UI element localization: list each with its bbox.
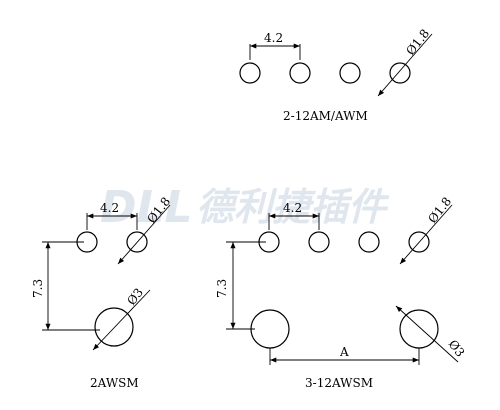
top-hole-4 bbox=[389, 62, 411, 84]
top-diagram bbox=[239, 33, 433, 97]
top-hole-2 bbox=[289, 62, 311, 84]
top-caption: 2-12AM/AWM bbox=[283, 109, 368, 123]
left-vertical-label: 7.3 bbox=[31, 279, 45, 298]
top-hole-1 bbox=[239, 62, 261, 84]
top-diameter-leader bbox=[377, 33, 433, 97]
right-hole-4 bbox=[408, 231, 430, 253]
right-peg-left bbox=[250, 309, 290, 349]
right-peg-leader bbox=[395, 305, 459, 363]
right-peg-label: Ø3 bbox=[446, 337, 468, 359]
watermark-company: 德利捷插件 bbox=[196, 185, 390, 229]
right-hole-leader bbox=[399, 204, 453, 265]
right-diagram bbox=[226, 204, 459, 365]
top-hole-3 bbox=[339, 62, 361, 84]
right-hole-3 bbox=[358, 231, 380, 253]
left-peg-leader bbox=[92, 289, 151, 351]
right-hole-label: Ø1.8 bbox=[425, 194, 454, 225]
right-span-label: A bbox=[339, 345, 349, 359]
left-hole-2 bbox=[126, 231, 148, 253]
top-pitch-label: 4.2 bbox=[264, 31, 283, 45]
right-peg-right bbox=[399, 309, 439, 349]
right-caption: 3-12AWSM bbox=[305, 376, 373, 390]
left-diagram bbox=[42, 204, 171, 351]
left-peg-label: Ø3 bbox=[124, 285, 146, 307]
right-hole-2 bbox=[308, 231, 330, 253]
watermark-logo: DLL bbox=[100, 182, 193, 233]
right-vertical-label: 7.3 bbox=[215, 279, 229, 298]
top-hole-label: Ø1.8 bbox=[403, 26, 432, 57]
left-hole-leader bbox=[117, 204, 171, 265]
watermark: DLL 德利捷插件 bbox=[100, 182, 390, 233]
left-peg bbox=[94, 307, 134, 347]
right-pitch-label: 4.2 bbox=[283, 201, 302, 215]
left-caption: 2AWSM bbox=[90, 376, 139, 390]
left-pitch-label: 4.2 bbox=[100, 201, 119, 215]
